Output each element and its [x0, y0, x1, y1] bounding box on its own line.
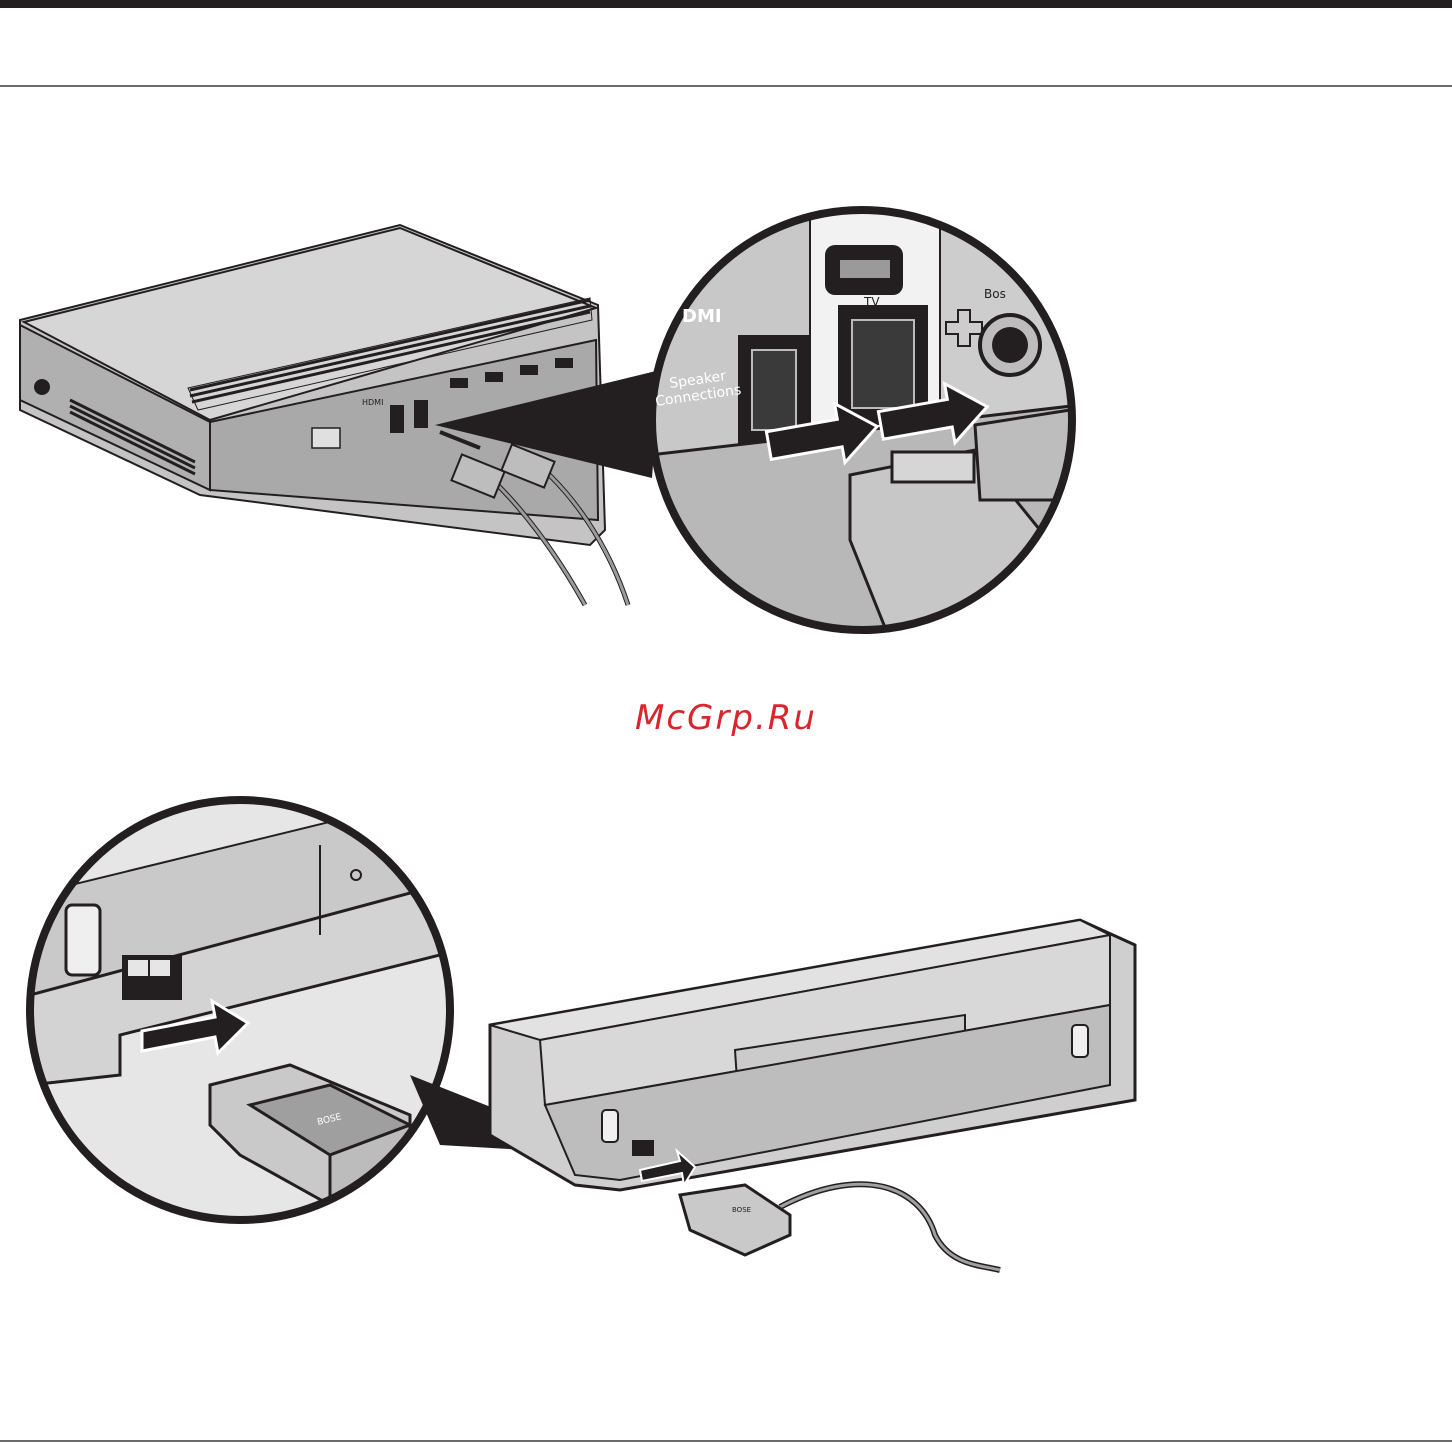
- footer-rule: [0, 1440, 1452, 1442]
- page-top-bar: [0, 0, 1452, 8]
- speaker-connections-callout: Speaker Connections TV DMI Bos: [650, 210, 1080, 640]
- bass-module-connection-illustration: BOSE BOSE: [0, 795, 1452, 1295]
- callout-port-tv-label: TV: [863, 295, 880, 309]
- bass-module-unit: BOSE: [490, 920, 1135, 1270]
- module-connector-callout: BOSE: [20, 795, 460, 1235]
- console-connection-illustration: HDMI: [0, 200, 1452, 640]
- module-connector-brand: BOSE: [732, 1206, 751, 1214]
- watermark-text: McGrp.Ru: [0, 698, 1452, 738]
- header-rule: [0, 85, 1452, 87]
- callout-bose-label: Bos: [984, 287, 1006, 301]
- console-hdmi-label: HDMI: [362, 398, 383, 407]
- callout-hdmi-label: DMI: [682, 306, 722, 327]
